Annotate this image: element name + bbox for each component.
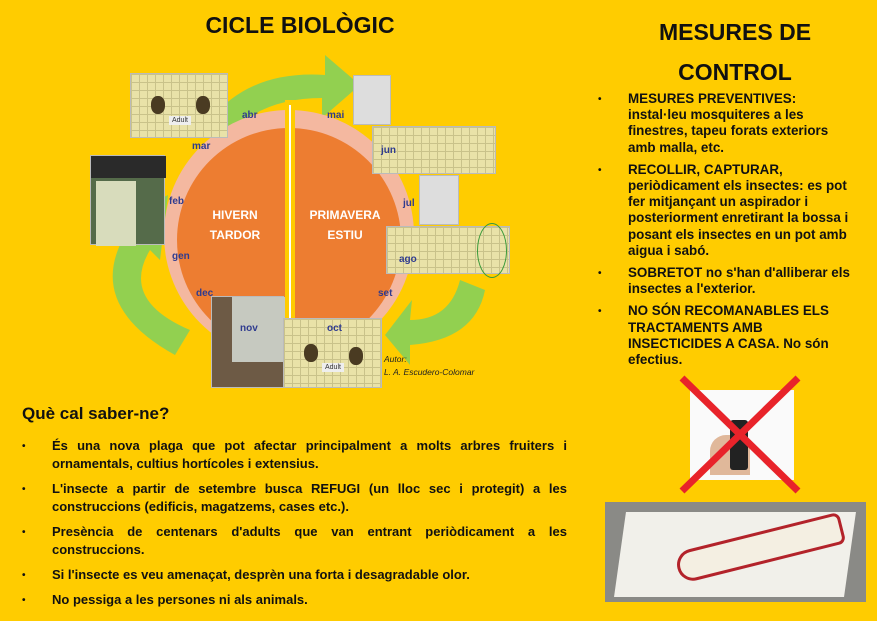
month-dec: dec — [196, 288, 214, 299]
info-item: L'insecte a partir de setembre busca REF… — [22, 480, 567, 516]
photo-nymph-stages-ago — [386, 223, 510, 278]
info-list: És una nova plaga que pot afectar princi… — [22, 437, 567, 616]
month-gen: gen — [172, 251, 190, 262]
cycle-title: CICLE BIOLÒGIC — [205, 12, 395, 38]
control-item: MESURES PREVENTIVES: instal·leu mosquite… — [598, 91, 858, 156]
control-item: SOBRETOT no s'han d'alliberar els insect… — [598, 265, 858, 297]
info-item: Presència de centenars d'adults que van … — [22, 523, 567, 559]
prohibited-cross-icon — [679, 375, 801, 494]
photo-eggs — [353, 75, 391, 125]
month-ago: ago — [399, 254, 417, 265]
info-item: És una nova plaga que pot afectar princi… — [22, 437, 567, 473]
photo-adults-oct: Adult — [283, 318, 382, 388]
info-item: Si l'insecte es veu amenaçat, desprèn un… — [22, 566, 567, 585]
photo-nymph-stages-jun — [372, 126, 496, 174]
arrow-right — [385, 280, 485, 365]
control-list: MESURES PREVENTIVES: instal·leu mosquite… — [598, 91, 858, 374]
control-item: NO SÓN RECOMANABLES ELS TRACTAMENTS AMB … — [598, 303, 858, 368]
month-feb: feb — [169, 196, 184, 207]
month-nov: nov — [240, 323, 258, 334]
month-jul: jul — [403, 198, 415, 209]
month-mai: mai — [327, 110, 345, 121]
photo-window-nov — [211, 296, 285, 388]
month-set: set — [378, 288, 393, 299]
month-mar: mar — [192, 141, 211, 152]
photo-eggs-2 — [419, 175, 459, 225]
month-abr: abr — [242, 110, 258, 121]
photo-adults-spring: Adult — [130, 73, 228, 138]
month-oct: oct — [327, 323, 342, 334]
info-item: No pessiga a les persones ni als animals… — [22, 591, 567, 610]
vacuum-image — [605, 502, 866, 602]
control-item: RECOLLIR, CAPTURAR, periòdicament els in… — [598, 162, 858, 259]
photo-shelter — [90, 155, 166, 246]
info-heading: Què cal saber-ne? — [22, 404, 170, 423]
author-credit: Autor:L. A. Escudero-Colomar — [384, 354, 475, 377]
month-jun: jun — [381, 145, 396, 156]
